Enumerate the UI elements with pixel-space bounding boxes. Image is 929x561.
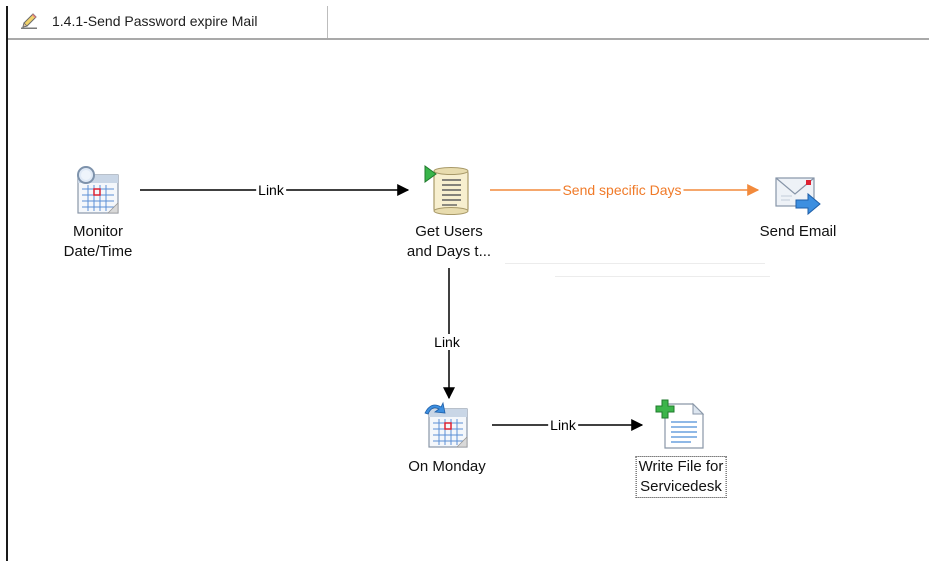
pencil-icon <box>21 13 37 29</box>
calendar-monitor-icon[interactable] <box>72 165 124 217</box>
calendar-check-icon[interactable] <box>421 399 473 451</box>
node-label-write-file-line1: Write File for <box>638 458 724 475</box>
link-label-get-users-to-on-monday[interactable]: Link <box>432 334 462 350</box>
tab-runbook[interactable]: 1.4.1-Send Password expire Mail <box>8 6 328 38</box>
canvas-artifact <box>555 276 770 277</box>
link-label-on-monday-to-write-file[interactable]: Link <box>548 417 578 433</box>
tab-title: 1.4.1-Send Password expire Mail <box>52 13 258 29</box>
node-label-get-users-line2: and Days t... <box>406 243 492 260</box>
script-scroll-icon[interactable] <box>423 164 475 216</box>
new-file-icon[interactable] <box>655 398 707 450</box>
node-label-get-users-line1: Get Users <box>415 223 483 240</box>
node-label-on-monday[interactable]: On Monday <box>408 457 486 477</box>
link-label-send-specific-days[interactable]: Send specific Days <box>560 182 684 198</box>
node-label-write-file-line2: Servicedesk <box>640 478 722 495</box>
node-label-get-users[interactable]: Get Users and Days t... <box>407 222 491 262</box>
link-label-monitor-to-get-users[interactable]: Link <box>256 182 286 198</box>
canvas-artifact <box>505 263 765 264</box>
node-label-send-email[interactable]: Send Email <box>760 222 837 242</box>
node-label-monitor[interactable]: Monitor Date/Time <box>64 222 133 262</box>
node-label-monitor-line1: Monitor <box>72 223 124 240</box>
node-label-on-monday-line1: On Monday <box>408 458 486 475</box>
node-label-send-email-line1: Send Email <box>759 223 837 240</box>
node-label-monitor-line2: Date/Time <box>63 243 133 260</box>
email-send-icon[interactable] <box>772 166 824 218</box>
node-label-write-file[interactable]: Write File for Servicedesk <box>635 456 727 498</box>
